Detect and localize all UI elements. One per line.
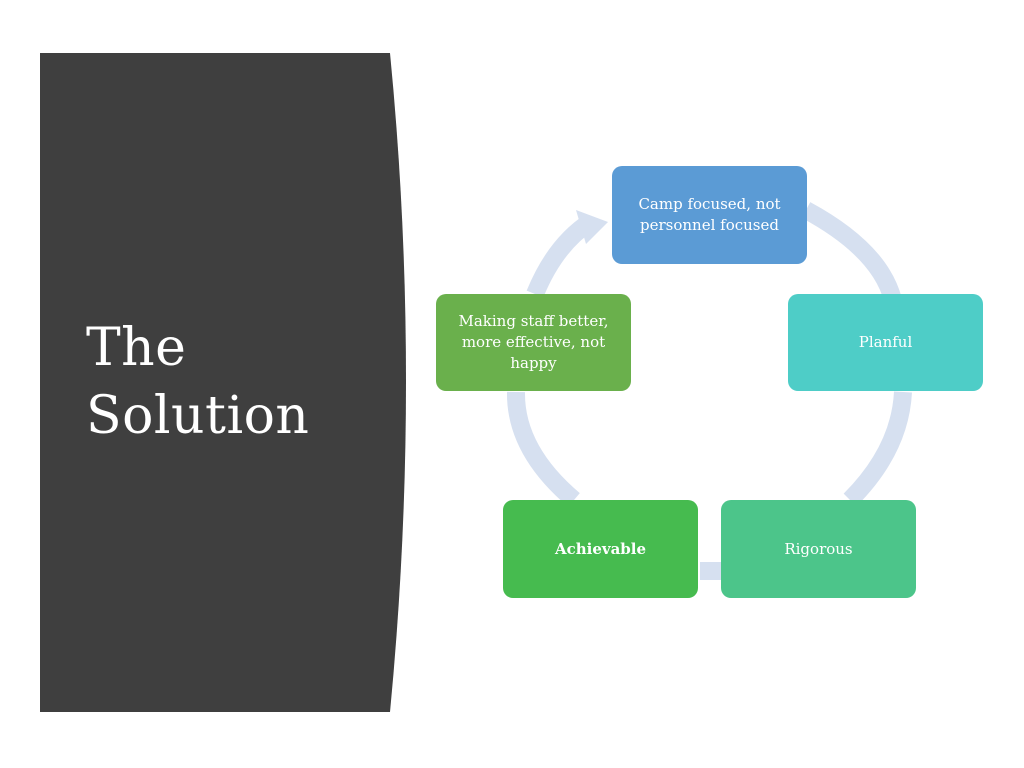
ring-arc-top-right [801, 202, 902, 303]
ring-arc-right [843, 391, 912, 507]
ring-arrow-head [576, 210, 608, 244]
cycle-node-rigorous: Rigorous [721, 500, 916, 598]
slide-title-line-1: The [86, 318, 187, 378]
cycle-node-camp-focused: Camp focused, not personnel focused [612, 166, 807, 264]
slide-title-line-2: Solution [86, 386, 310, 446]
title-panel-shape [40, 53, 406, 712]
cycle-node-achievable: Achievable [503, 500, 698, 598]
cycle-node-planful: Planful [788, 294, 983, 391]
cycle-node-making-staff-better: Making staff better, more effective, not… [436, 294, 631, 391]
ring-arc-left [506, 391, 580, 507]
ring-arc-top-left [526, 214, 596, 298]
